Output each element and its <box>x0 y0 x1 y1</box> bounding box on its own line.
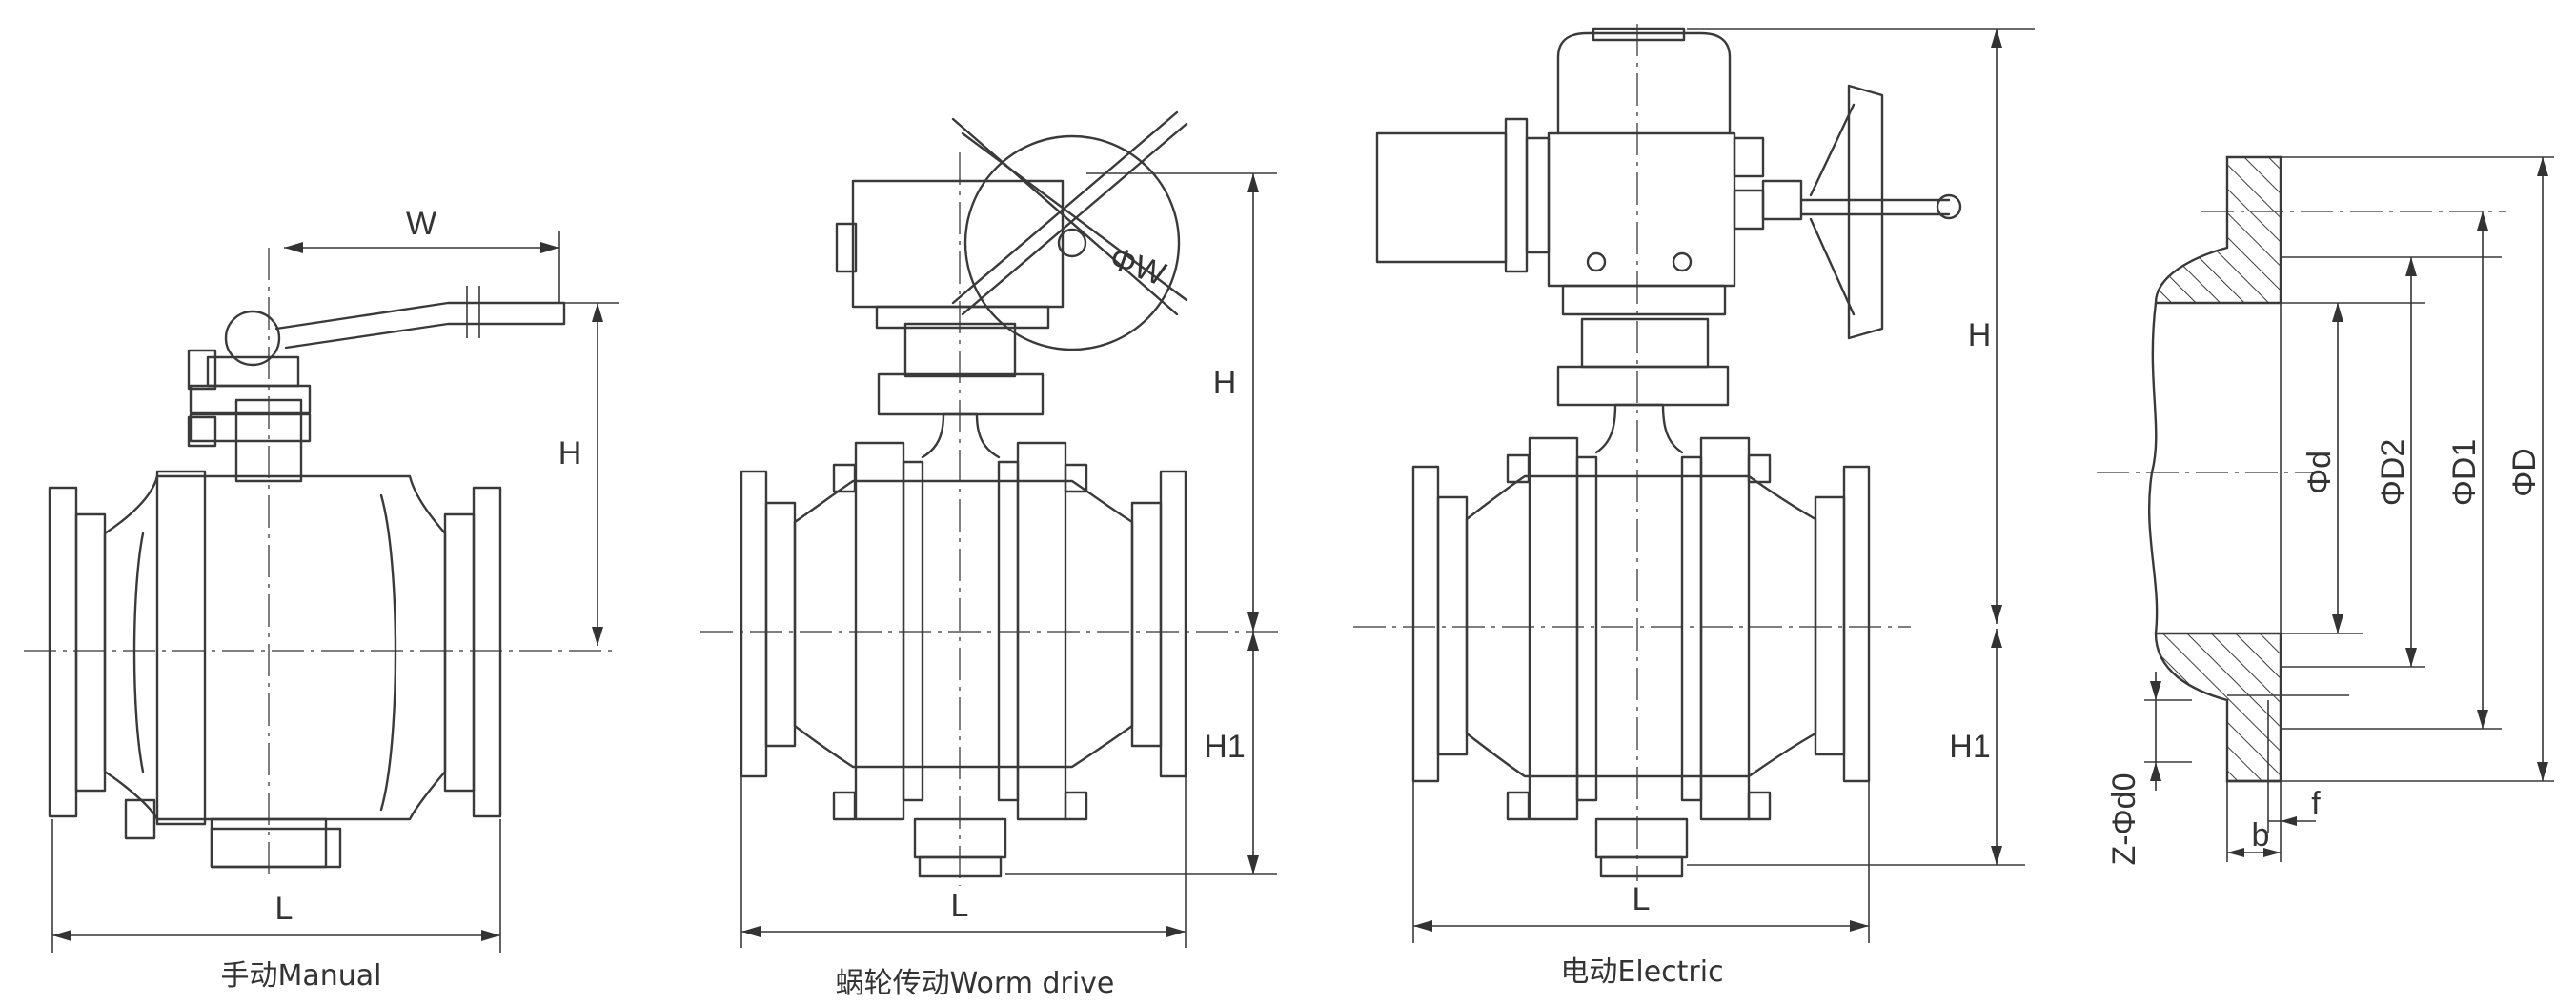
manual-l-label: L <box>275 891 294 927</box>
flange-lower-section <box>2154 632 2282 783</box>
worm-h-label: H <box>1213 365 1237 401</box>
worm-l-label: L <box>951 888 969 924</box>
electric-left-flange <box>1411 465 1440 783</box>
manual-view: W H L 手动Manual <box>24 206 619 993</box>
flange-b-label: b <box>2252 817 2270 853</box>
worm-gearbox <box>851 179 1065 309</box>
electric-motor <box>1375 131 1508 264</box>
right-flange <box>472 486 502 818</box>
electric-handwheel <box>1847 84 1884 340</box>
flange-upper-section <box>2154 155 2282 305</box>
handle-hub <box>224 310 281 367</box>
electric-l-label: L <box>1633 881 1651 917</box>
electric-view: H H1 L 电动Electric <box>1353 24 2035 989</box>
flange-d1-label: ΦD1 <box>2446 439 2483 507</box>
flange-dd-label: ΦD <box>2506 448 2543 497</box>
electric-caption: 电动Electric <box>1560 955 1723 989</box>
electric-h-label: H <box>1968 317 1992 353</box>
manual-h-label: H <box>558 435 582 472</box>
electric-right-flange <box>1842 465 1871 783</box>
flange-f-label: f <box>2311 786 2321 822</box>
electric-actuator-housing <box>1547 131 1736 288</box>
worm-dw-label: ΦW <box>1105 240 1170 293</box>
flange-z-label: Z-Φd0 <box>2106 773 2142 865</box>
handle-lever <box>274 301 566 350</box>
flange-section-view: Φd ΦD2 ΦD1 ΦD Z-Φd0 b f <box>2097 155 2554 866</box>
electric-actuator-cover <box>1556 31 1732 135</box>
electric-h1-label: H1 <box>1949 729 1990 765</box>
worm-left-flange <box>740 470 768 778</box>
flange-d-label: Φd <box>2302 451 2338 494</box>
worm-valve-body <box>793 479 1134 769</box>
worm-handwheel <box>963 134 1181 351</box>
left-flange <box>48 486 78 818</box>
manual-caption: 手动Manual <box>220 959 381 993</box>
worm-h1-label: H1 <box>1204 729 1245 765</box>
worm-drive-view: ΦW H H1 L 蜗轮传动Worm drive <box>700 110 1282 1000</box>
worm-caption: 蜗轮传动Worm drive <box>836 967 1115 1000</box>
flange-d2-label: ΦD2 <box>2375 439 2411 507</box>
manual-w-label: W <box>406 206 436 242</box>
worm-right-flange <box>1159 470 1187 778</box>
valve-body <box>103 474 447 821</box>
